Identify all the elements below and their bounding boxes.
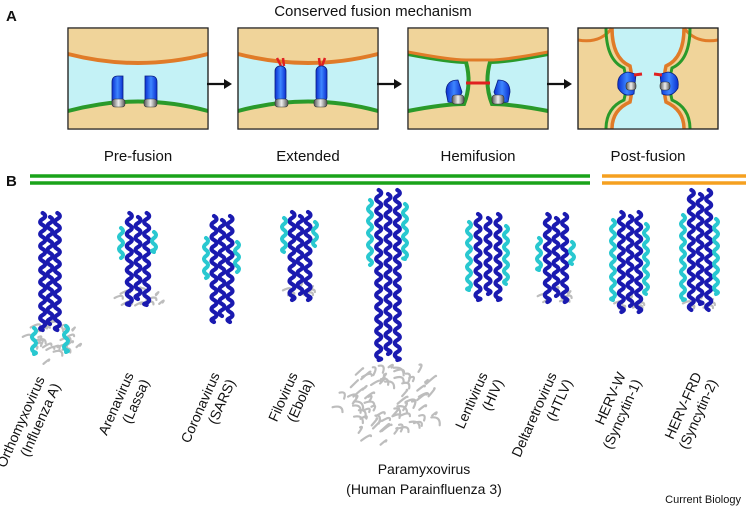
structure-coronavirus — [202, 213, 241, 325]
structure-herv-w — [609, 209, 650, 315]
arrow-1 — [207, 79, 232, 89]
protein-right — [143, 75, 158, 108]
arrow-2 — [377, 79, 402, 89]
virus-label-4-line2: (Human Parainfluenza 3) — [346, 481, 502, 497]
stage-label-post-fusion: Post-fusion — [610, 148, 685, 165]
virus-label-2: Coronavirus (SARS) — [177, 370, 238, 445]
viral-group-bar — [30, 174, 590, 185]
virus-label-8: HERV-FRD (Syncytin-2) — [661, 370, 720, 452]
protein-right — [653, 71, 679, 96]
protein-structures — [21, 187, 720, 446]
structure-filovirus — [280, 209, 319, 303]
herv-group-bar — [602, 174, 746, 185]
structure-deltaretrovirus — [535, 211, 576, 305]
virus-label-0: Orthomyxovirus (Influenza A) — [0, 374, 63, 470]
stage-label-hemifusion: Hemifusion — [440, 148, 515, 165]
protein-left — [274, 57, 289, 108]
structure-herv-frd — [679, 187, 720, 313]
stage-label-pre-fusion: Pre-fusion — [104, 148, 172, 165]
virus-label-3: Filovirus (Ebola) — [265, 370, 316, 425]
protein-right — [491, 79, 511, 105]
journal-credit: Current Biology — [665, 494, 741, 506]
protein-right — [313, 57, 328, 108]
stage-pre-fusion — [67, 27, 209, 130]
virus-label-4: Paramyxovirus (Human Parainfluenza 3) — [346, 461, 502, 497]
structure-arenavirus — [113, 210, 165, 308]
virus-label-4-line1: Paramyxovirus — [378, 461, 471, 477]
panel-a-letter: A — [6, 8, 17, 25]
protein-left — [111, 75, 126, 108]
virus-label-6: Deltaretrovirus (HTLV) — [508, 370, 575, 460]
structure-lentivirus — [465, 211, 510, 303]
virus-label-7: HERV-W (Syncytin-1) — [591, 369, 644, 451]
protein-left — [445, 79, 465, 105]
structure-orthomyxovirus — [21, 210, 83, 365]
panel-b-letter: B — [6, 173, 17, 190]
panel-a-title: Conserved fusion mechanism — [274, 3, 472, 20]
stage-extended — [237, 27, 379, 130]
arrow-3 — [547, 79, 572, 89]
protein-left — [617, 71, 643, 96]
stage-label-extended: Extended — [276, 148, 339, 165]
structure-paramyxovirus — [331, 187, 441, 446]
virus-label-5: Lentivirus (HIV) — [452, 370, 507, 431]
stage-hemifusion — [407, 27, 549, 130]
stage-post-fusion — [577, 27, 719, 130]
virus-label-1: Arenavirus (Lassa) — [95, 370, 152, 438]
